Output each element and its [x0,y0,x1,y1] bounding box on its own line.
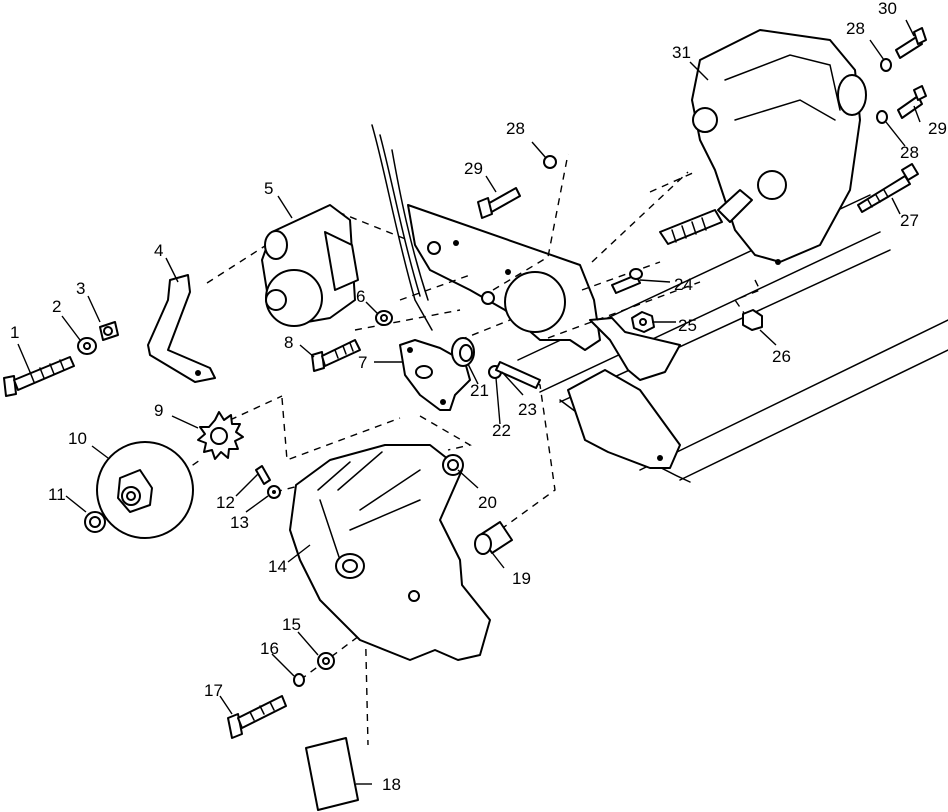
gearcase-31 [659,29,867,265]
callout-23: 23 [518,400,537,419]
callout-21: 21 [470,381,489,400]
callout-16: 16 [260,639,279,658]
leader-lines [17,19,921,785]
washer-2 [77,337,97,355]
callout-15: 15 [282,615,301,634]
callout-28-mid: 28 [900,143,919,162]
washer-16 [293,673,305,687]
pin-23 [495,361,541,389]
lower-bracket [567,317,681,469]
bolt-17 [227,695,287,739]
bolt-8 [311,339,361,372]
callout-11: 11 [48,485,66,504]
callout-3: 3 [76,279,85,298]
screw-12 [255,465,271,485]
callout-31: 31 [672,43,691,62]
cover-14 [289,444,491,661]
callout-18: 18 [382,775,401,794]
callout-8: 8 [284,333,293,352]
washer-13 [267,485,281,499]
callout-10: 10 [68,429,87,448]
callout-9: 9 [154,401,163,420]
callout-30: 30 [878,0,897,18]
bolt-29-right [897,85,927,119]
callout-19: 19 [512,569,531,588]
callout-13: 13 [230,513,249,532]
callout-17: 17 [204,681,223,700]
pulley-10 [96,441,194,539]
bolt-1 [3,356,75,397]
callout-29-left: 29 [464,159,483,178]
callout-27: 27 [900,211,919,230]
callout-6: 6 [356,287,365,306]
callout-7: 7 [358,353,367,372]
callout-5: 5 [264,179,273,198]
callout-28-plate: 28 [506,119,525,138]
washer-6 [375,310,393,326]
washer-28-top [880,58,892,72]
callout-20: 20 [478,493,497,512]
callouts: 1 2 3 4 5 6 7 8 9 10 11 12 13 14 15 16 1… [10,0,947,794]
callout-22: 22 [492,421,511,440]
spacer-19 [474,521,513,555]
seal-21 [451,337,475,367]
washer-28-mid [876,110,888,124]
callout-14: 14 [268,557,287,576]
bolt-24 [611,268,643,294]
bolt-29-left [477,187,521,219]
nut-26 [742,309,763,331]
callout-12: 12 [216,493,235,512]
callout-2: 2 [52,297,61,316]
washer-11 [84,511,106,533]
washer-15 [317,652,335,670]
callout-24: 24 [674,275,693,294]
decal-18 [305,737,359,811]
bolt-30 [895,27,927,59]
callout-29-right: 29 [928,119,947,138]
callout-25: 25 [678,316,697,335]
callout-28-top: 28 [846,19,865,38]
callout-1: 1 [10,323,19,342]
sprocket-9 [197,411,244,460]
nut-25 [631,311,655,333]
washer-28-plate [543,155,557,169]
mounting-plate [407,204,601,351]
motor-5 [261,204,359,327]
callout-4: 4 [154,241,163,260]
washer-3 [99,321,119,341]
bolt-27 [857,163,919,213]
callout-26: 26 [772,347,791,366]
bracket-4 [147,274,216,383]
